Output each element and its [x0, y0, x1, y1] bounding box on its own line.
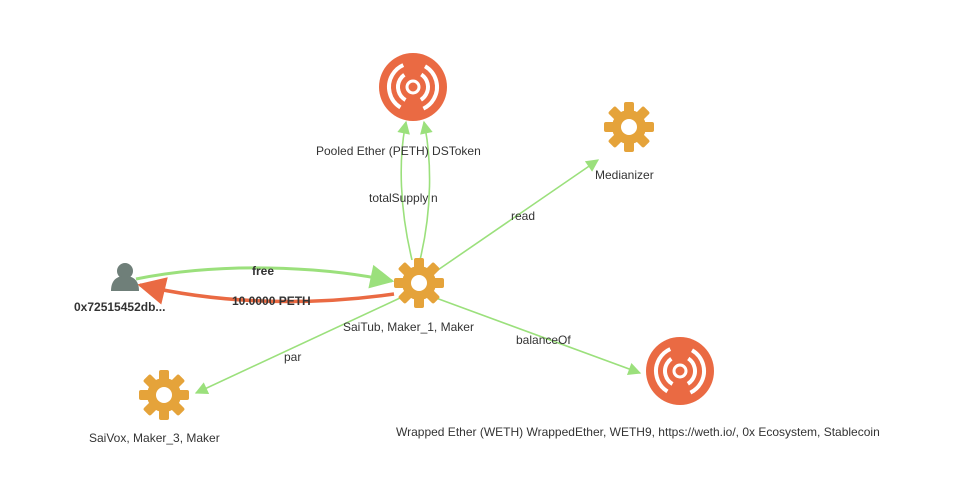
node-label-account: 0x72515452db...: [74, 300, 165, 314]
edge-label-balance-of: balanceOf: [516, 333, 571, 347]
node-label-medianizer: Medianizer: [595, 168, 654, 182]
gear-icon: [394, 258, 444, 308]
edge-labels: totalSupply n read free 10.0000 PETH bal…: [232, 191, 571, 364]
edge-label-peth-transfer: 10.0000 PETH: [232, 294, 311, 308]
edge-total-supply[interactable]: [397, 120, 413, 261]
edge-balance-of[interactable]: [435, 297, 642, 376]
node-label-weth: Wrapped Ether (WETH) WrappedEther, WETH9…: [396, 425, 880, 439]
edge-free[interactable]: [135, 264, 395, 289]
edge-label-free: free: [252, 264, 274, 278]
node-label-peth: Pooled Ether (PETH) DSToken: [316, 144, 481, 158]
edge-peth-transfer[interactable]: [137, 277, 395, 305]
node-medianizer[interactable]: Medianizer: [595, 102, 654, 182]
node-account[interactable]: 0x72515452db...: [74, 263, 165, 314]
token-icon: [379, 53, 447, 121]
edge-read[interactable]: [431, 159, 600, 275]
node-saivox[interactable]: SaiVox, Maker_3, Maker: [89, 370, 220, 445]
gear-icon: [604, 102, 654, 152]
node-peth[interactable]: Pooled Ether (PETH) DSToken: [316, 53, 481, 158]
edge-label-read: read: [511, 209, 535, 223]
gear-icon: [139, 370, 189, 420]
user-icon: [111, 263, 139, 291]
edge-total-supply-2[interactable]: [419, 120, 433, 261]
node-label-saitub: SaiTub, Maker_1, Maker: [343, 320, 474, 334]
node-weth[interactable]: Wrapped Ether (WETH) WrappedEther, WETH9…: [396, 337, 880, 439]
token-icon: [646, 337, 714, 405]
edge-label-total-supply-2: n: [431, 191, 438, 205]
edge-label-par: par: [284, 350, 301, 364]
node-saitub[interactable]: SaiTub, Maker_1, Maker: [343, 258, 474, 334]
node-label-saivox: SaiVox, Maker_3, Maker: [89, 431, 220, 445]
edge-label-total-supply: totalSupply: [369, 191, 428, 205]
edges: [135, 120, 642, 394]
edge-par[interactable]: [194, 297, 401, 394]
